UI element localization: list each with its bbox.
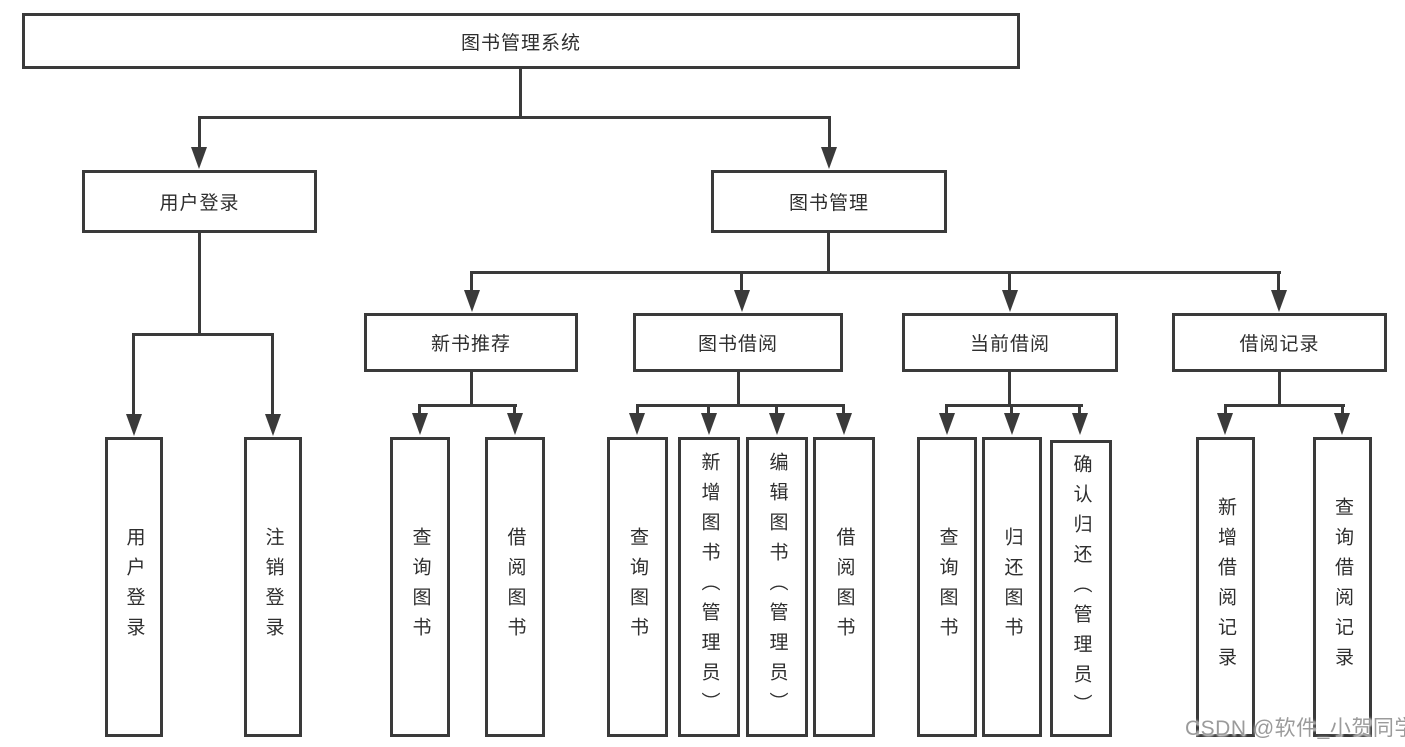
node-current-borrowing: 当前借阅 [902, 313, 1118, 372]
node-label: 新增图书（管理员） [698, 452, 720, 722]
connector-line [1078, 407, 1081, 413]
arrow-down-icon [701, 413, 717, 435]
node-label: 查询图书 [627, 527, 648, 647]
connector-line [513, 407, 516, 413]
arrow-down-icon [1002, 290, 1018, 312]
connector-line [1224, 404, 1345, 407]
connector-line [1277, 274, 1280, 292]
arrow-down-icon [1072, 413, 1088, 435]
connector-line [707, 407, 710, 413]
node-label: 用户登录 [123, 527, 145, 647]
connector-line [418, 404, 517, 407]
node-label: 用户登录 [159, 193, 240, 214]
connector-line [636, 404, 845, 407]
node-borrowing-records: 借阅记录 [1172, 313, 1387, 372]
node-label: 借阅图书 [833, 527, 855, 647]
arrow-down-icon [1334, 413, 1350, 435]
connector-line [1010, 407, 1013, 413]
node-label: 图书管理系统 [460, 32, 581, 54]
node-label: 新书推荐 [430, 334, 511, 355]
connector-line [470, 271, 1281, 274]
node-leaf-query-books-current: 查询图书 [917, 437, 977, 737]
node-leaf-add-borrow-record: 新增借阅记录 [1196, 437, 1255, 737]
node-leaf-user-login: 用户登录 [105, 437, 163, 737]
connector-line [945, 407, 948, 413]
connector-line [470, 372, 473, 404]
arrow-down-icon [821, 147, 837, 169]
connector-line [198, 116, 831, 119]
node-new-book-recommend: 新书推荐 [364, 313, 578, 372]
node-label: 查询图书 [936, 527, 958, 647]
connector-line [198, 233, 201, 335]
connector-line [945, 404, 1083, 407]
node-leaf-add-books-admin: 新增图书（管理员） [678, 437, 740, 737]
node-leaf-edit-books-admin: 编辑图书（管理员） [746, 437, 808, 737]
connector-line [740, 274, 743, 292]
connector-line [271, 336, 274, 414]
node-label: 查询图书 [409, 527, 431, 647]
node-user-login: 用户登录 [82, 170, 317, 233]
arrow-down-icon [939, 413, 955, 435]
arrow-down-icon [191, 147, 207, 169]
arrow-down-icon [412, 413, 428, 435]
node-leaf-query-books-borrowing: 查询图书 [607, 437, 668, 737]
connector-line [775, 407, 778, 413]
arrow-down-icon [836, 413, 852, 435]
node-label: 编辑图书（管理员） [766, 452, 788, 722]
connector-line [737, 372, 740, 404]
arrow-down-icon [1217, 413, 1233, 435]
node-label: 确认归还（管理员） [1070, 453, 1092, 724]
node-leaf-logout: 注销登录 [244, 437, 302, 737]
arrow-down-icon [1004, 413, 1020, 435]
node-leaf-borrow-books-recommend: 借阅图书 [485, 437, 545, 737]
connector-line [1008, 274, 1011, 292]
arrow-down-icon [464, 290, 480, 312]
node-label: 借阅图书 [504, 527, 526, 647]
connector-line [418, 407, 421, 413]
node-label: 图书管理 [788, 193, 869, 214]
arrow-down-icon [629, 413, 645, 435]
node-label: 注销登录 [262, 527, 284, 647]
node-leaf-query-books-recommend: 查询图书 [390, 437, 450, 737]
arrow-down-icon [734, 290, 750, 312]
connector-line [842, 407, 845, 413]
node-book-borrowing: 图书借阅 [633, 313, 843, 372]
connector-line [1341, 407, 1344, 413]
node-leaf-confirm-return-admin: 确认归还（管理员） [1050, 440, 1112, 737]
connector-line [132, 336, 135, 414]
arrow-down-icon [1271, 290, 1287, 312]
csdn-watermark: CSDN @软件_小贺同学 [1185, 717, 1405, 740]
connector-line [519, 69, 522, 117]
connector-line [132, 333, 274, 336]
node-leaf-query-borrow-record: 查询借阅记录 [1313, 437, 1372, 737]
node-label: 查询借阅记录 [1332, 497, 1353, 677]
connector-line [827, 233, 830, 271]
node-book-management: 图书管理 [711, 170, 947, 233]
arrow-down-icon [265, 414, 281, 436]
node-label: 新增借阅记录 [1215, 497, 1236, 677]
arrow-down-icon [507, 413, 523, 435]
arrow-down-icon [769, 413, 785, 435]
connector-line [470, 274, 473, 292]
node-label: 图书借阅 [697, 334, 778, 355]
node-label: 归还图书 [1001, 527, 1023, 647]
connector-line [636, 407, 639, 413]
node-leaf-return-books: 归还图书 [982, 437, 1042, 737]
connector-line [198, 119, 201, 149]
arrow-down-icon [126, 414, 142, 436]
connector-line [828, 119, 831, 149]
node-root-library-system: 图书管理系统 [22, 13, 1020, 69]
node-leaf-borrow-books: 借阅图书 [813, 437, 875, 737]
connector-line [1278, 372, 1281, 404]
node-label: 当前借阅 [969, 334, 1050, 355]
connector-line [1008, 372, 1011, 404]
connector-line [1224, 407, 1227, 413]
node-label: 借阅记录 [1239, 334, 1320, 355]
